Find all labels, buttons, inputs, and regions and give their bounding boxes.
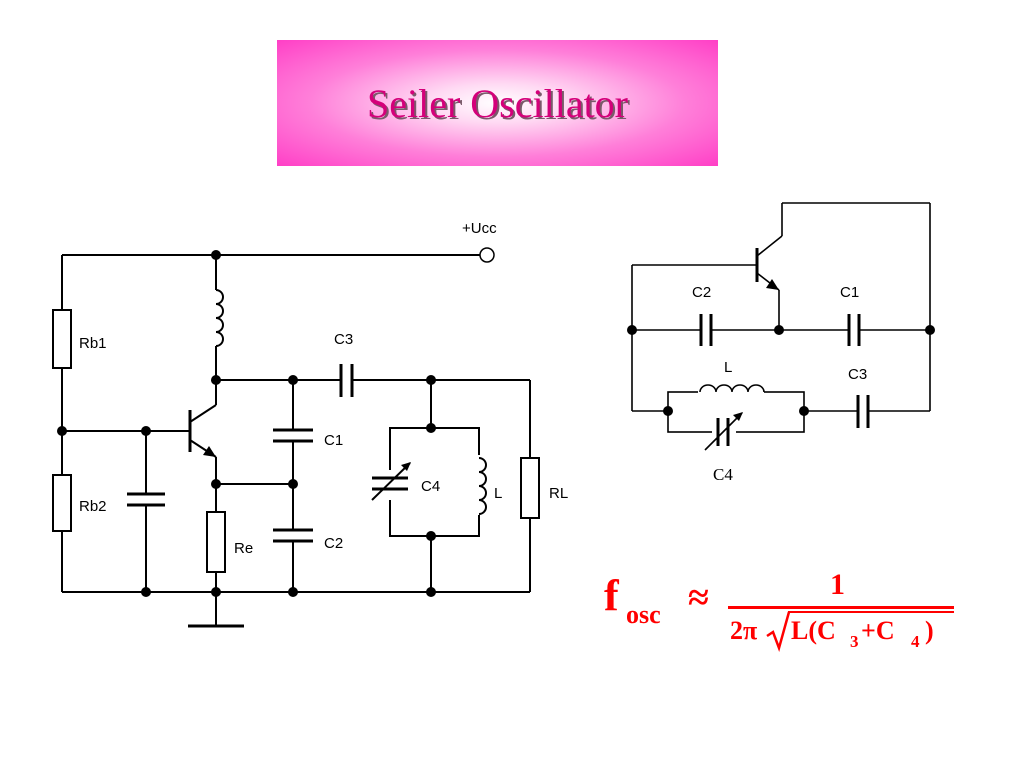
l-label: L — [494, 485, 502, 502]
frequency-formula: f osc ≈ 1 2π L(C 3 +C 4 ) — [604, 568, 964, 660]
left-circuit: +Ucc Rb1 Rb2 Re — [52, 220, 568, 628]
c3-label: C3 — [848, 366, 867, 383]
resistor-rb1 — [52, 309, 72, 369]
fraction-bar — [728, 606, 954, 609]
formula-f: f — [604, 571, 619, 620]
junction — [288, 479, 298, 489]
junction — [141, 587, 151, 597]
variable-arrow — [371, 462, 411, 501]
rb2-label: Rb2 — [79, 498, 107, 515]
formula-numerator: 1 — [830, 568, 845, 601]
tank-inductor — [478, 457, 487, 515]
c2-label: C2 — [324, 535, 343, 552]
sqrt-icon — [766, 611, 791, 652]
sqrt-bar — [788, 611, 954, 613]
vcc-label: +Ucc — [462, 220, 497, 237]
variable-arrow — [704, 412, 743, 451]
variable-arrow-icon — [401, 462, 411, 471]
rb1-label: Rb1 — [79, 335, 107, 352]
collector-inductor — [215, 289, 224, 347]
c3-label: C3 — [334, 331, 353, 348]
resistor-rb2 — [52, 474, 72, 532]
page-title: Seiler Oscillator — [366, 80, 629, 126]
inductor-l — [699, 384, 765, 393]
c4-label: C4 — [713, 465, 733, 484]
formula-sub-3: 3 — [850, 632, 859, 651]
formula-2pi: 2π — [730, 616, 758, 645]
formula-subscript-osc: osc — [626, 600, 661, 629]
resistor-re — [206, 511, 226, 573]
junction — [426, 587, 436, 597]
c2-label: C2 — [692, 284, 711, 301]
formula-radicand-l: L(C — [791, 616, 836, 645]
transistor-collector-lead — [756, 235, 783, 257]
c1-label: C1 — [840, 284, 859, 301]
transistor-collector-lead — [189, 404, 217, 423]
junction — [211, 587, 221, 597]
title-banner: Seiler Oscillator — [277, 40, 718, 166]
right-circuit: C2 C1 L C4 C3 — [627, 202, 935, 484]
formula-approx: ≈ — [688, 577, 709, 619]
c4-label: C4 — [421, 478, 440, 495]
emitter-arrow-icon — [766, 279, 779, 290]
junction — [925, 325, 935, 335]
rl-label: RL — [549, 485, 568, 502]
variable-arrow-icon — [733, 412, 743, 421]
re-label: Re — [234, 540, 253, 557]
formula-plus-c: +C — [861, 616, 895, 645]
junction — [288, 587, 298, 597]
formula-sub-4: 4 — [911, 632, 920, 651]
l-label: L — [724, 359, 732, 376]
c1-label: C1 — [324, 432, 343, 449]
vcc-terminal — [479, 247, 495, 263]
resistor-rl — [520, 457, 540, 519]
emitter-arrow-icon — [203, 446, 216, 457]
junction — [774, 325, 784, 335]
formula-close-paren: ) — [925, 616, 934, 645]
